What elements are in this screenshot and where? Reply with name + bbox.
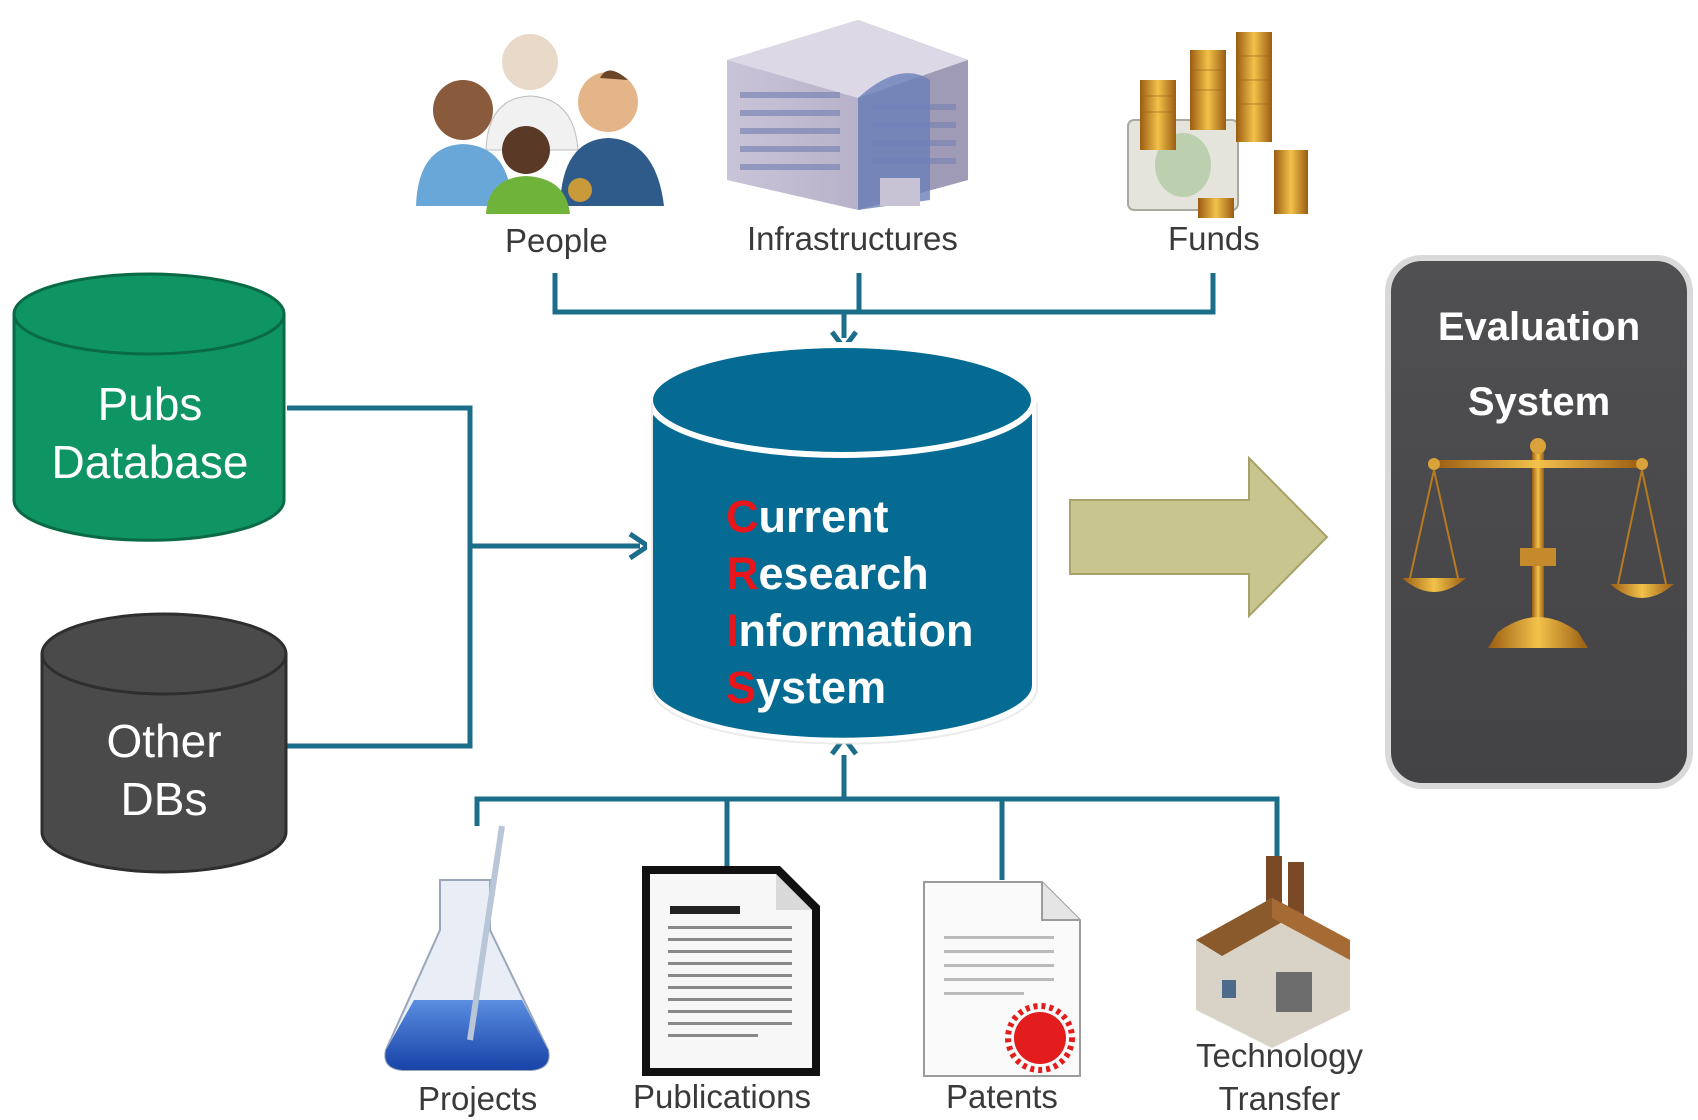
- infrastructures-label: Infrastructures: [747, 220, 958, 257]
- cris-line-current: Current: [726, 491, 889, 542]
- patents-label: Patents: [946, 1078, 1058, 1115]
- cris-label: Current Research Information System: [726, 488, 974, 716]
- output-arrow: [1069, 455, 1329, 619]
- pubs-database-label: Pubs Database: [14, 375, 286, 491]
- evaluation-system-title: Evaluation System: [1394, 290, 1684, 440]
- other-dbs-line1: Other: [106, 715, 222, 767]
- pubs-database-line2: Database: [51, 436, 249, 488]
- technology-transfer-label: Technology Transfer: [1196, 1034, 1363, 1120]
- bottom-connectors: [474, 755, 1280, 880]
- technology-transfer-line1: Technology: [1196, 1037, 1363, 1074]
- pubs-database-line1: Pubs: [97, 378, 203, 430]
- people-icon: [416, 34, 664, 214]
- pubs-database-cylinder: [12, 272, 286, 542]
- coins-money-icon: [1127, 32, 1308, 218]
- evaluation-title-line1: Evaluation: [1437, 305, 1641, 349]
- flask-icon: [384, 825, 550, 1071]
- people-label: People: [505, 222, 608, 259]
- left-connectors: [287, 405, 640, 749]
- building-icon: [727, 20, 968, 210]
- other-dbs-line2: DBs: [120, 773, 208, 825]
- funds-label: Funds: [1168, 220, 1260, 257]
- other-dbs-cylinder: [40, 612, 288, 874]
- cris-cylinder: [647, 342, 1038, 745]
- cris-line-system: System: [726, 662, 887, 713]
- publications-label: Publications: [633, 1078, 811, 1115]
- evaluation-title-line2: System: [1467, 380, 1611, 424]
- factory-icon: [1196, 856, 1350, 1048]
- cris-line-information: Information: [726, 605, 974, 656]
- technology-transfer-line2: Transfer: [1218, 1080, 1341, 1117]
- top-connectors: [552, 273, 1216, 338]
- projects-label: Projects: [418, 1080, 538, 1117]
- cris-line-research: Research: [726, 548, 929, 599]
- certificate-icon: [923, 881, 1081, 1077]
- document-icon: [642, 866, 820, 1076]
- scales-of-justice-icon: [1402, 438, 1674, 648]
- other-dbs-label: Other DBs: [42, 712, 286, 828]
